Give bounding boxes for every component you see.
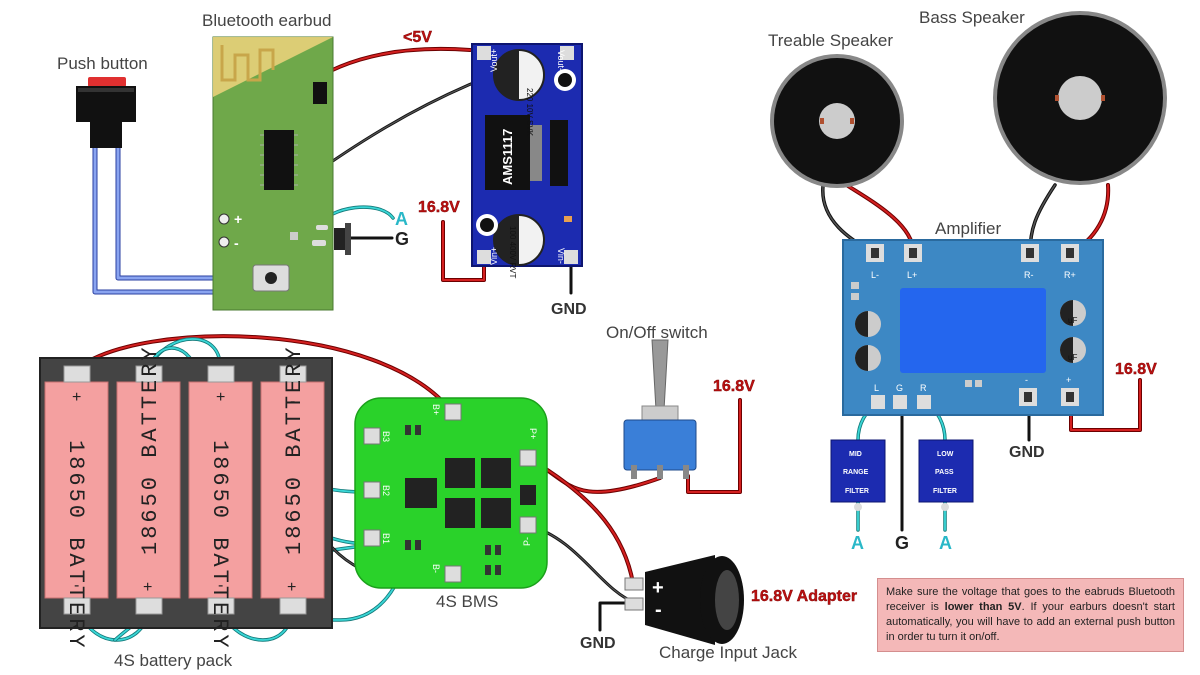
bms-board — [354, 397, 548, 589]
amp-cap-label-1: uF — [1068, 316, 1077, 325]
voltage-regulator-board — [471, 43, 583, 267]
regulator-vout-minus-label: Vout- — [556, 50, 566, 71]
adapter-voltage-label: 16.8V Adapter — [751, 588, 857, 605]
low-filter-line2: PASS — [935, 469, 954, 476]
battery-4-minus: - — [290, 393, 295, 410]
bms-label: 4S BMS — [436, 592, 498, 611]
voltage-lt5v-label: <5V — [403, 29, 432, 46]
note-text-2: . If your earburs doesn't start automati… — [886, 601, 1175, 643]
amplifier-label: Amplifier — [935, 219, 1001, 238]
voltage-amp-label: 16.8V — [1115, 361, 1157, 378]
regulator-cap-bottom-label: 100 400V RVT — [508, 226, 517, 278]
bms-pin-pplus: P+ — [528, 428, 538, 439]
amp-l-plus: L+ — [907, 270, 917, 280]
amp-in-g: G — [896, 383, 903, 393]
low-pass-filter — [918, 439, 974, 511]
bms-pin-bplus: B+ — [431, 404, 441, 415]
bluetooth-earbud-label: Bluetooth earbud — [202, 11, 332, 30]
battery-3-plus: + — [216, 389, 225, 406]
amp-l-minus: L- — [871, 270, 879, 280]
battery-2-plus: + — [143, 579, 152, 596]
on-off-switch — [623, 339, 697, 479]
regulator-vout-plus-label: Vout+ — [489, 49, 499, 72]
voltage-reg-in-label: 16.8V — [418, 199, 460, 216]
note-text-1: Make sure the voltage that goes to the e… — [886, 586, 1175, 613]
battery-cell-1 — [44, 365, 109, 615]
warning-note: Make sure the voltage that goes to the e… — [877, 578, 1184, 652]
battery-cell-2 — [116, 365, 181, 615]
earbud-ground-label: G — [395, 229, 409, 249]
regulator-vin-minus-label: Vin- — [556, 248, 566, 264]
battery-4-plus: + — [287, 579, 296, 596]
filter-out-a1: A — [851, 533, 864, 553]
regulator-chip-label: AMS1117 — [500, 129, 515, 185]
filter-out-g: G — [895, 533, 909, 553]
mid-filter-line1: MID — [849, 451, 862, 458]
regulator-cap-top-label: 220 10V SVK — [525, 88, 534, 137]
bluetooth-earbud-board — [212, 36, 351, 311]
push-button-label: Push button — [57, 54, 148, 73]
bass-speaker — [993, 11, 1167, 185]
battery-2-text: 18650 BATTERY — [138, 344, 163, 555]
regulator-gnd-label: GND — [551, 301, 587, 318]
battery-4-text: 18650 BATTERY — [282, 344, 307, 555]
note-text-bold: lower than 5V — [944, 601, 1022, 613]
earbud-minus-label: - — [234, 235, 239, 251]
amp-cap-label-2: uF — [1068, 353, 1077, 362]
amp-in-l: L — [874, 383, 879, 393]
jack-minus-label: - — [655, 599, 662, 621]
battery-1-text: 18650 BATTERY — [63, 440, 88, 651]
low-filter-line1: LOW — [937, 451, 954, 458]
amp-gnd-label: GND — [1009, 444, 1045, 461]
push-button — [76, 77, 136, 148]
earbud-plus-label: + — [234, 211, 242, 227]
charge-jack-label: Charge Input Jack — [659, 643, 797, 662]
charge-input-jack — [624, 555, 744, 645]
treble-speaker — [770, 54, 904, 188]
low-filter-line3: FILTER — [933, 488, 957, 495]
battery-pack — [39, 357, 333, 629]
battery-2-minus: - — [146, 393, 151, 410]
jack-plus-label: + — [652, 577, 664, 599]
earbud-audio-out-label: A — [395, 209, 408, 229]
battery-3-text: 18650 BATTERY — [207, 440, 232, 651]
bms-pin-b3: B3 — [381, 431, 391, 442]
voltage-switch-label: 16.8V — [713, 378, 755, 395]
mid-filter-line2: RANGE — [843, 469, 869, 476]
bms-pin-pminus: P- — [522, 537, 532, 546]
bms-pin-b2: B2 — [381, 485, 391, 496]
amp-in-r: R — [920, 383, 927, 393]
battery-1-plus: + — [72, 389, 81, 406]
bms-pin-b1: B1 — [381, 533, 391, 544]
battery-1-minus: - — [74, 577, 79, 594]
bms-pin-bminus: B- — [431, 564, 441, 573]
battery-cell-4 — [260, 365, 325, 615]
regulator-vin-plus-label: Vin+ — [489, 247, 499, 265]
amp-power-minus: - — [1025, 375, 1028, 385]
amp-r-plus: R+ — [1064, 270, 1076, 280]
amp-power-plus: + — [1066, 375, 1071, 385]
battery-cell-3 — [188, 365, 253, 615]
on-off-switch-label: On/Off switch — [606, 323, 708, 342]
treble-speaker-label: Treable Speaker — [768, 31, 893, 50]
amp-r-minus: R- — [1024, 270, 1034, 280]
bass-speaker-label: Bass Speaker — [919, 8, 1025, 27]
mid-filter-line3: FILTER — [845, 488, 869, 495]
filter-out-a2: A — [939, 533, 952, 553]
battery-3-minus: - — [218, 577, 223, 594]
amplifier-board — [842, 239, 1104, 416]
battery-pack-label: 4S battery pack — [114, 651, 233, 670]
jack-gnd-label: GND — [580, 635, 616, 652]
mid-range-filter — [830, 439, 886, 511]
